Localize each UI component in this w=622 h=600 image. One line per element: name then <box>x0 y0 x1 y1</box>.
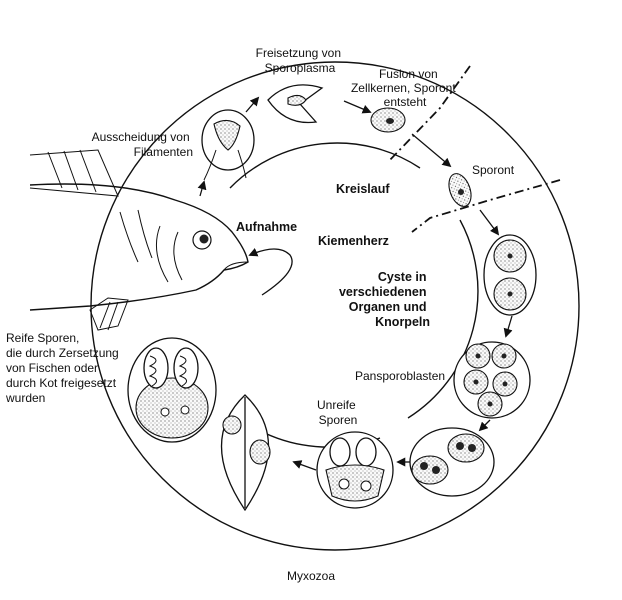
two-cell-stage <box>483 234 537 316</box>
mature-spores-cyst <box>127 337 217 443</box>
arrow-5 <box>478 419 491 432</box>
arrow-8 <box>197 180 207 197</box>
label-kreislauf: Kreislauf <box>336 182 390 196</box>
single-spore <box>220 394 271 512</box>
sporont-stage <box>448 173 472 207</box>
fish-head-illustration <box>29 149 249 331</box>
label-unreife-sporen: Unreife Sporen <box>317 398 359 427</box>
arrow-4 <box>503 315 513 338</box>
arrow-9 <box>245 96 260 113</box>
label-pansporoblasten: Pansporoblasten <box>355 369 445 383</box>
label-sporont: Sporont <box>472 163 515 177</box>
arrow-1 <box>343 100 372 114</box>
boundary-line-lower <box>411 179 561 233</box>
aufnahme-arrow <box>248 247 293 296</box>
figure-caption: Myxozoa <box>287 569 335 583</box>
arrow-7 <box>292 460 317 471</box>
filament-release-stage <box>201 109 255 181</box>
boundary-line-upper <box>387 65 471 163</box>
pansporoblast-cluster <box>453 341 531 419</box>
developing-spores-cyst <box>409 427 495 497</box>
label-cyste: Cyste in verschiedenen Organen und Knorp… <box>339 270 430 329</box>
label-freisetzung: Freisetzung von Sporoplasma <box>256 46 345 75</box>
immature-spores-cyst <box>316 431 394 509</box>
label-fusion: Fusion von Zellkernen, Sporont entsteht <box>351 67 459 109</box>
label-reife-sporen: Reife Sporen, die durch Zersetzung von F… <box>5 331 122 405</box>
arrow-3 <box>479 209 500 236</box>
label-ausscheidung: Ausscheidung von Filamenten <box>92 130 193 159</box>
nuclei-fusion-stage <box>370 107 406 133</box>
label-kiemenherz: Kiemenherz <box>318 234 389 248</box>
sporoplasma-release-stage <box>267 84 324 124</box>
arrow-2 <box>411 133 452 168</box>
label-aufnahme: Aufnahme <box>236 220 297 234</box>
